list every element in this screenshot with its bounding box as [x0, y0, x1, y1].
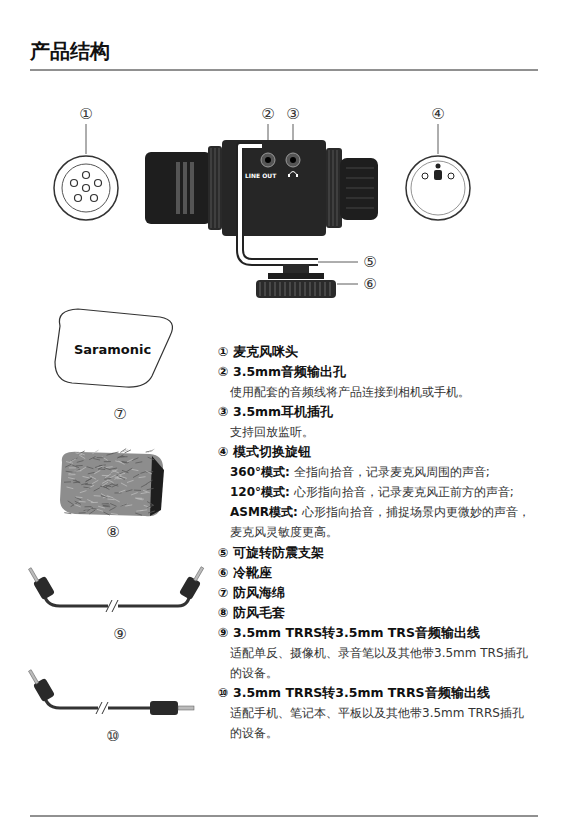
- callout-number: ⑦: [113, 405, 126, 423]
- footer-rule: [30, 816, 538, 817]
- item-heading-row: ⑦ 防风海绵: [218, 583, 538, 603]
- item-heading-row: ① 麦克风咪头: [218, 342, 538, 362]
- jack-label-row: LINE OUT: [245, 172, 285, 180]
- item-description: 适配单反、摄像机、录音笔以及其他带3.5mm TRS插孔的设备。: [230, 646, 528, 680]
- trrs-cable: [29, 670, 194, 715]
- jack-label: LINE OUT: [245, 172, 276, 179]
- callout-number-row: ⑤: [360, 253, 380, 271]
- item-heading: ⑩ 3.5mm TRRS转3.5mm TRRS音频输出线: [218, 685, 490, 700]
- item-heading: ② 3.5mm音频输出孔: [218, 364, 346, 379]
- item-heading-row: ⑨ 3.5mm TRRS转3.5mm TRS音频输出线: [218, 623, 548, 643]
- mode-knob: [406, 156, 470, 220]
- item-heading-row: ⑥ 冷靴座: [218, 563, 538, 583]
- callout-number: ⑤: [363, 253, 376, 271]
- mode-name: 120°模式:: [230, 485, 290, 499]
- item-description: 使用配套的音频线将产品连接到相机或手机。: [230, 385, 470, 399]
- callout-number-row: ⑥: [360, 275, 380, 293]
- fur-windscreen: [60, 449, 164, 517]
- callout-number: ④: [431, 105, 444, 123]
- shock-mount-bracket: [240, 146, 318, 262]
- callout-number-row: ⑩: [103, 727, 123, 745]
- item-description-row: 支持回放监听。: [230, 422, 535, 442]
- item-heading-row: ③ 3.5mm耳机插孔: [218, 402, 538, 422]
- callout-number-row: ④: [428, 105, 448, 123]
- callout-number: ⑥: [363, 275, 376, 293]
- item-heading: ④ 模式切换旋钮: [218, 444, 311, 459]
- item-description: 支持回放监听。: [230, 425, 314, 439]
- item-description-row: 适配手机、笔记本、平板以及其他带3.5mm TRRS插孔的设备。: [230, 703, 535, 743]
- callout-number-row: ③: [283, 105, 303, 123]
- callout-number-row: ⑧: [103, 523, 123, 541]
- item-heading: ⑤ 可旋转防震支架: [218, 545, 324, 560]
- item-heading-row: ④ 模式切换旋钮: [218, 442, 538, 462]
- item-heading: ⑨ 3.5mm TRRS转3.5mm TRS音频输出线: [218, 625, 480, 640]
- item-heading: ① 麦克风咪头: [218, 344, 298, 359]
- item-heading: ⑦ 防风海绵: [218, 585, 285, 600]
- item-heading: ③ 3.5mm耳机插孔: [218, 404, 333, 419]
- callout-number-row: ①: [76, 105, 96, 123]
- header-rule: [30, 70, 538, 71]
- item-description-row: 适配单反、摄像机、录音笔以及其他带3.5mm TRS插孔的设备。: [230, 643, 535, 683]
- item-heading: ⑥ 冷靴座: [218, 565, 272, 580]
- callout-number-row: ⑦: [110, 405, 130, 423]
- trs-cable: [29, 567, 204, 612]
- mode-description-row: ASMR模式:心形指向拾音，捕捉场景内更微妙的声音，麦克风灵敏度更高。: [230, 502, 535, 542]
- callout-number: ①: [79, 105, 92, 123]
- mode-name: ASMR模式:: [230, 505, 298, 519]
- item-heading-row: ⑤ 可旋转防震支架: [218, 543, 538, 563]
- page-title: 产品结构: [30, 38, 110, 65]
- brand-name-row: Saramonic: [65, 342, 160, 358]
- callout-number: ⑩: [106, 727, 119, 745]
- item-heading: ⑧ 防风毛套: [218, 605, 285, 620]
- item-heading-row: ⑩ 3.5mm TRRS转3.5mm TRRS音频输出线: [218, 683, 548, 703]
- item-description: 适配手机、笔记本、平板以及其他带3.5mm TRRS插孔的设备。: [230, 706, 524, 740]
- foam-windscreen: [55, 309, 172, 387]
- mode-description-row: 120°模式: 心形指向拾音，记录麦克风正前方的声音;: [230, 482, 535, 502]
- callout-number: ⑨: [113, 625, 126, 643]
- mode-name: 360°模式:: [230, 465, 290, 479]
- callout-number: ②: [261, 105, 274, 123]
- mode-description-row: 360°模式: 全指向拾音，记录麦克风周围的声音;: [230, 462, 535, 482]
- callout-number-row: ⑨: [110, 625, 130, 643]
- callout-number-row: ②: [258, 105, 278, 123]
- item-heading-row: ⑧ 防风毛套: [218, 603, 538, 623]
- callout-number: ⑧: [106, 523, 119, 541]
- microphone-body: [145, 140, 378, 236]
- mode-description: 心形指向拾音，记录麦克风正前方的声音;: [294, 485, 514, 499]
- item-heading-row: ② 3.5mm音频输出孔: [218, 362, 538, 382]
- callout-number: ③: [286, 105, 299, 123]
- brand-name: Saramonic: [74, 342, 151, 357]
- leader-lines: [86, 124, 438, 284]
- mode-description: 全指向拾音，记录麦克风周围的声音;: [294, 465, 490, 479]
- item-description-row: 使用配套的音频线将产品连接到相机或手机。: [230, 382, 535, 402]
- mic-capsule: [54, 156, 118, 220]
- cold-shoe: [256, 264, 336, 298]
